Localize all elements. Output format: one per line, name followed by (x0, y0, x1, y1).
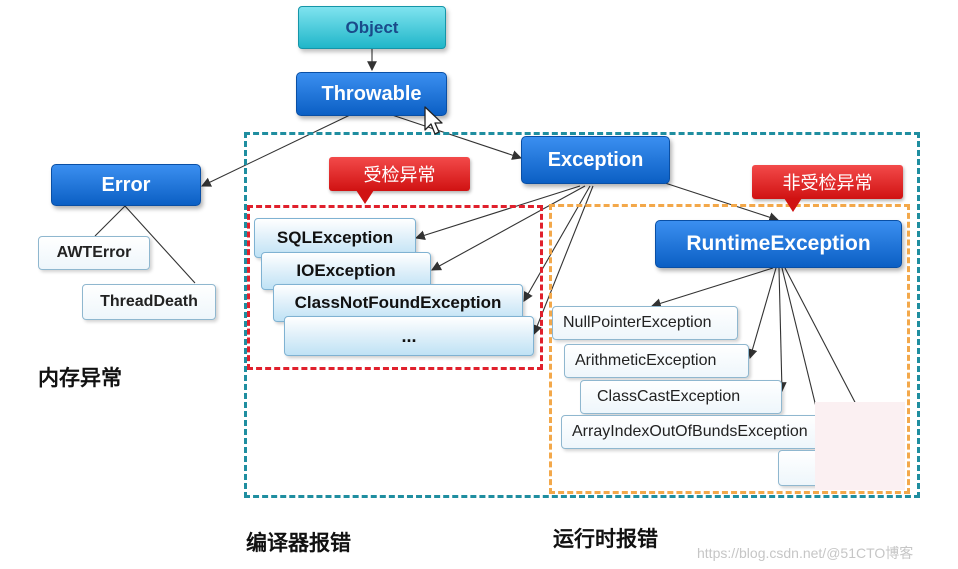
arrow-runtime-nullpointer (650, 267, 774, 309)
error-node: Error (51, 164, 201, 206)
arrow-exception-sql (414, 185, 581, 241)
class-cast-exception-node: ClassCastException (580, 380, 782, 414)
arrow-exception-more (532, 185, 594, 336)
exception-node: Exception (521, 136, 670, 184)
arrow-runtime-classcast (776, 267, 787, 393)
line-error-awterror (94, 205, 126, 237)
thread-death-node: ThreadDeath (82, 284, 216, 320)
mouse-cursor-icon (424, 106, 443, 135)
object-node: Object (298, 6, 446, 49)
checked-more-node: ... (284, 316, 534, 356)
compiler-error-caption: 编译器报错 (246, 532, 351, 555)
checked-exception-callout: 受检异常 (329, 157, 470, 191)
watermark-text: https://blog.csdn.net/@51CTO博客 (697, 545, 914, 561)
awt-error-node: AWTError (38, 236, 150, 270)
line-runtime-arrayindex (781, 267, 819, 416)
checked-callout-tail (356, 190, 374, 204)
arrow-throwable-exception (391, 114, 523, 160)
runtime-error-caption: 运行时报错 (553, 528, 658, 551)
unchecked-callout-tail (784, 198, 802, 212)
line-runtime-more (784, 267, 859, 409)
arrow-exception-io (431, 185, 586, 271)
memory-error-caption: 内存异常 (38, 367, 122, 390)
arrow-exception-runtime (664, 182, 780, 222)
overlay-patch (815, 402, 905, 490)
arrow-runtime-arithmetic (747, 267, 777, 360)
array-index-exception-node: ArrayIndexOutOfBundsException (561, 415, 819, 449)
line-error-threaddeath (124, 205, 196, 284)
runtime-exception-node: RuntimeException (655, 220, 902, 268)
unchecked-exception-box (549, 204, 910, 494)
arrow-throwable-error (201, 114, 351, 187)
unchecked-more-node (778, 450, 822, 486)
io-exception-node: IOException (261, 252, 431, 290)
null-pointer-exception-node: NullPointerException (552, 306, 738, 340)
checked-exception-box (247, 205, 543, 370)
arithmetic-exception-node: ArithmeticException (564, 344, 749, 378)
throwable-node: Throwable (296, 72, 447, 116)
exception-region-box (244, 132, 920, 498)
unchecked-exception-callout: 非受检异常 (752, 165, 903, 199)
